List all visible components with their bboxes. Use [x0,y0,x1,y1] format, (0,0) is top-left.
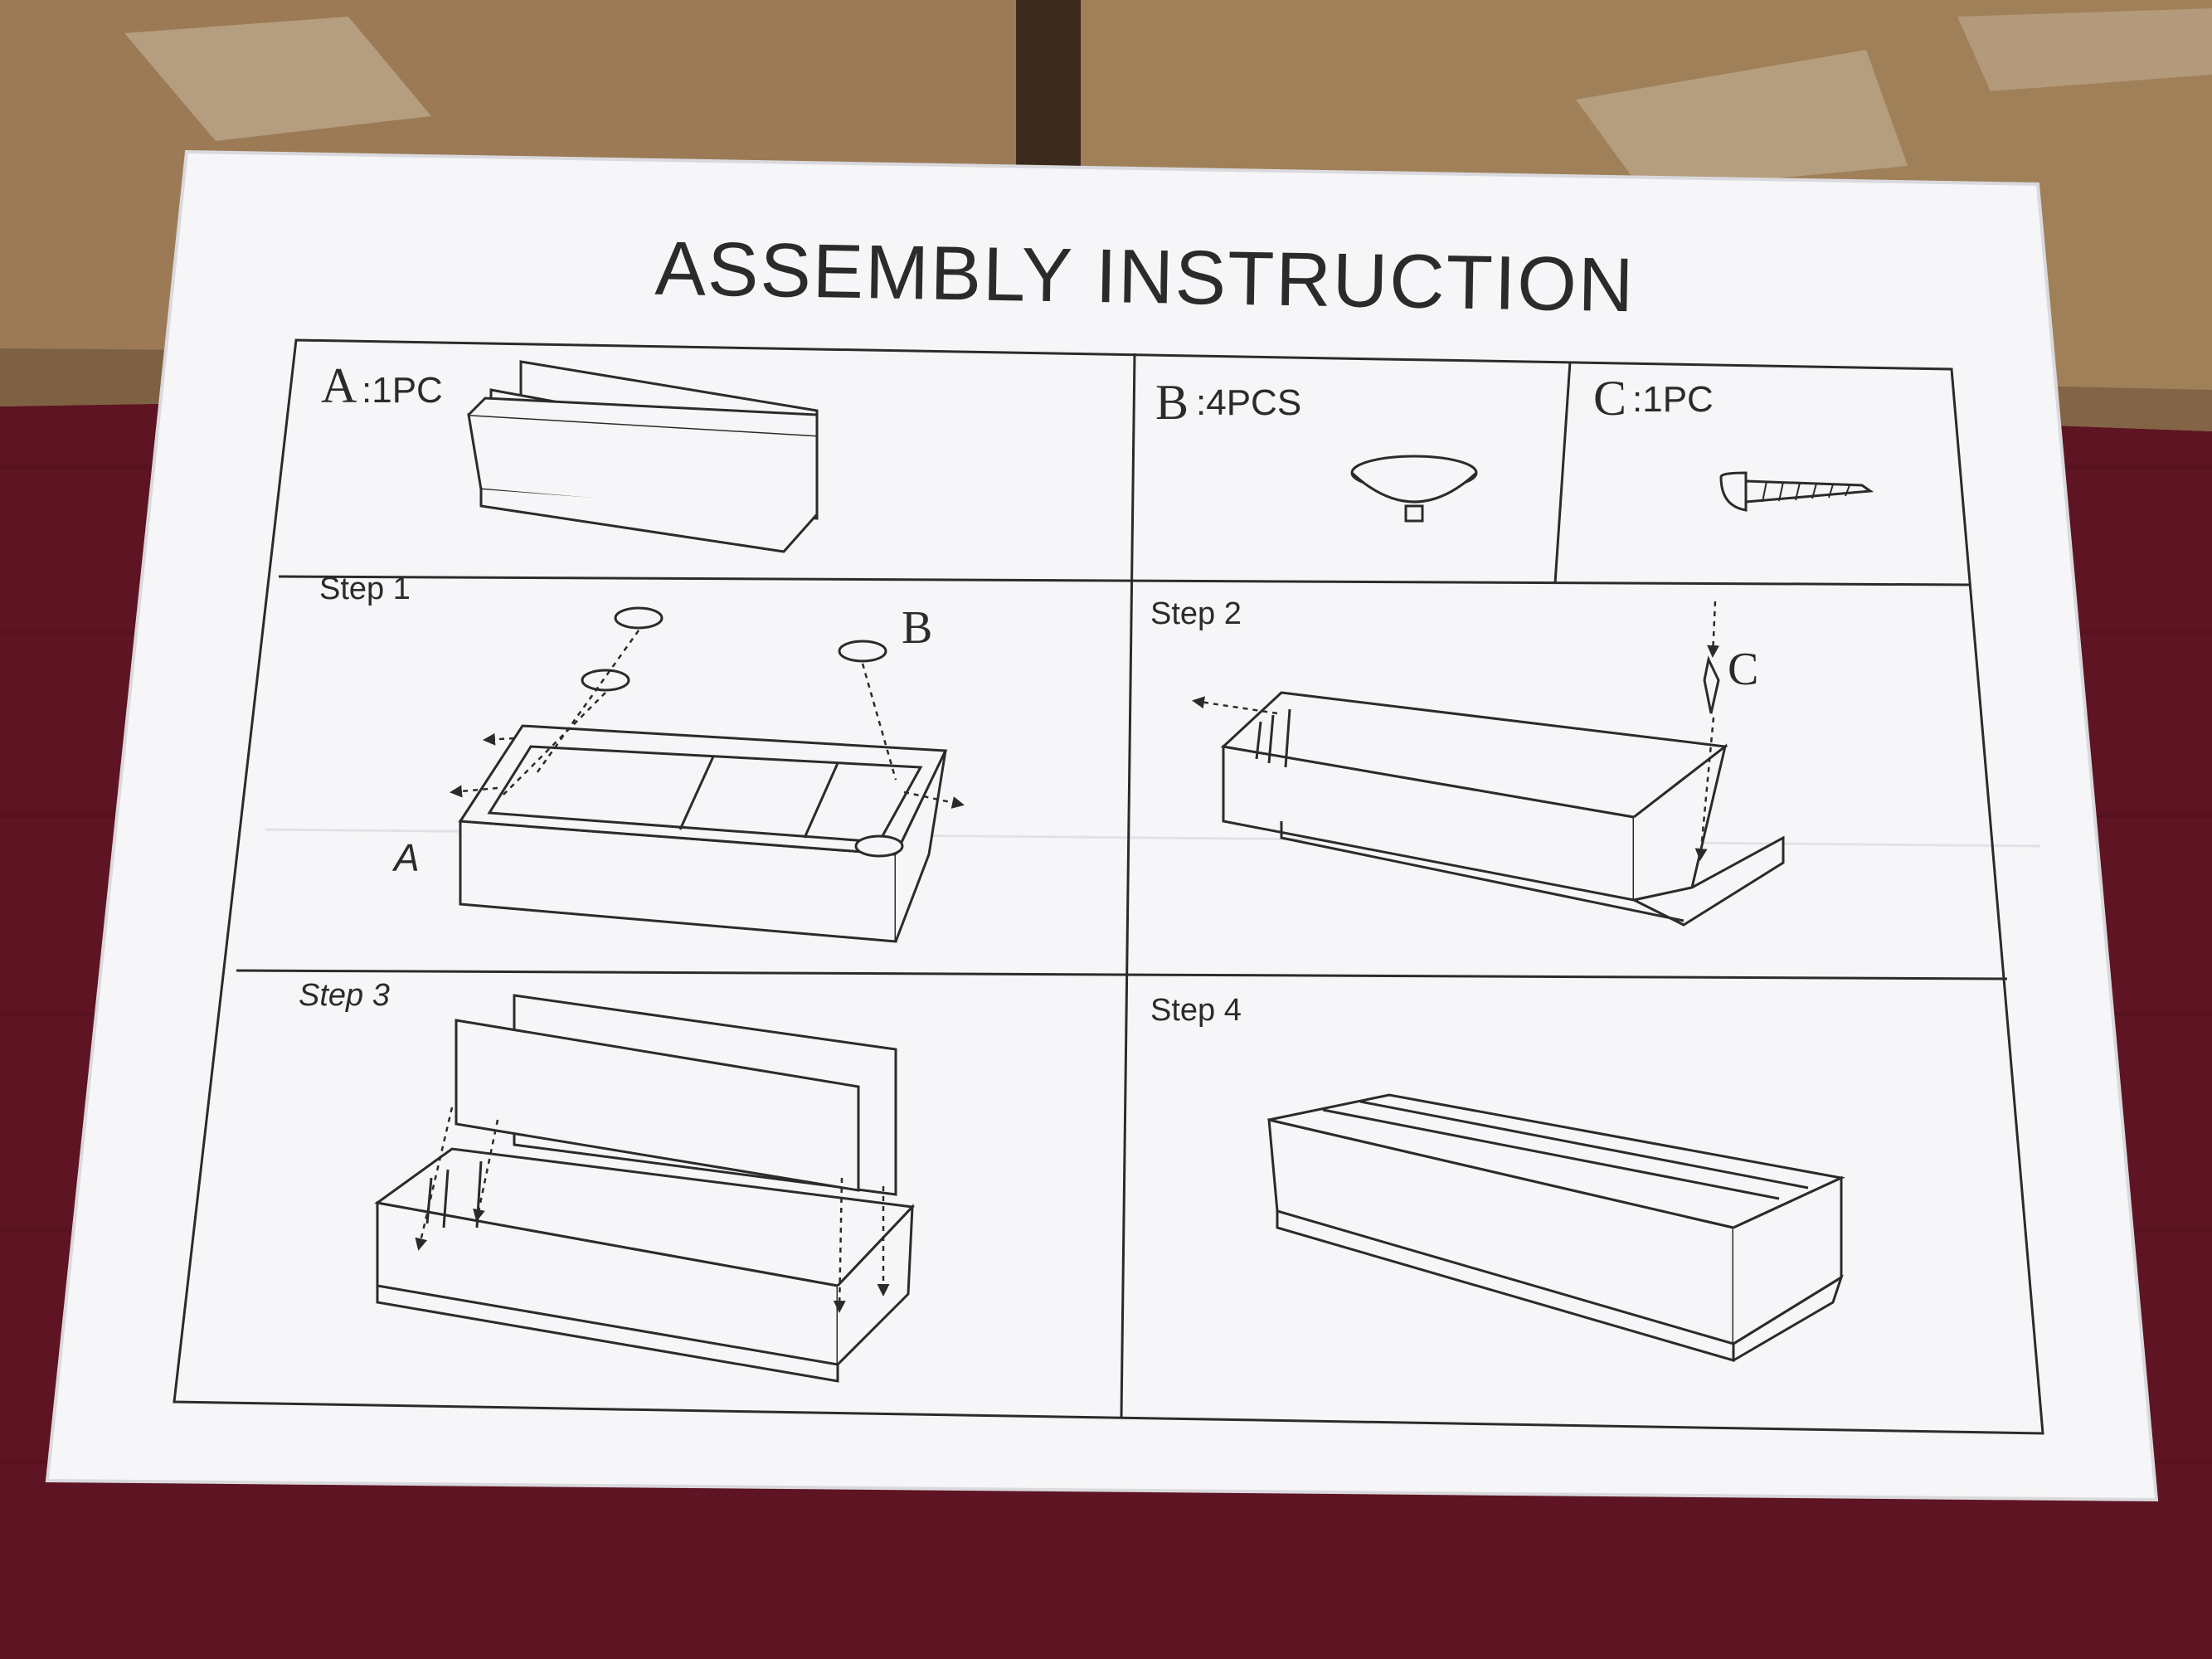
part-a-drawing [467,360,819,553]
screw-icon [1719,471,1874,512]
svg-text::4PCS: :4PCS [1196,382,1301,423]
step-2-callout-c: C [1728,644,1758,695]
instruction-grid [173,338,2044,1435]
step-2-label: Step 2 [1150,596,1242,631]
part-c-label: C :1PC [1593,371,1714,426]
step-3-arrows [415,1107,890,1313]
step-4-drawing [1267,1093,1845,1362]
step-1-callout-b: B [902,602,932,654]
svg-text::1PC: :1PC [362,370,443,411]
step-1-arrows [450,630,965,809]
suction-cup-icon [1350,455,1478,523]
svg-text:A: A [321,358,357,413]
svg-text:B: B [1155,375,1189,430]
step-2-arrows [1192,601,1720,861]
step-3-drawing [374,994,916,1383]
step-1-drawing [458,606,948,943]
part-b-label: B :4PCS [1155,375,1301,430]
step-1-callout-a: A [391,836,420,879]
part-a-label: A :1PC [321,358,443,413]
svg-text:C: C [1593,371,1626,426]
step-1-label: Step 1 [319,572,411,606]
svg-text::1PC: :1PC [1632,379,1714,420]
sheet-title: ASSEMBLY INSTRUCTION [654,226,1636,328]
step-4-label: Step 4 [1150,993,1242,1028]
step-2-drawing [1220,655,1785,927]
step-3-label: Step 3 [299,978,390,1013]
